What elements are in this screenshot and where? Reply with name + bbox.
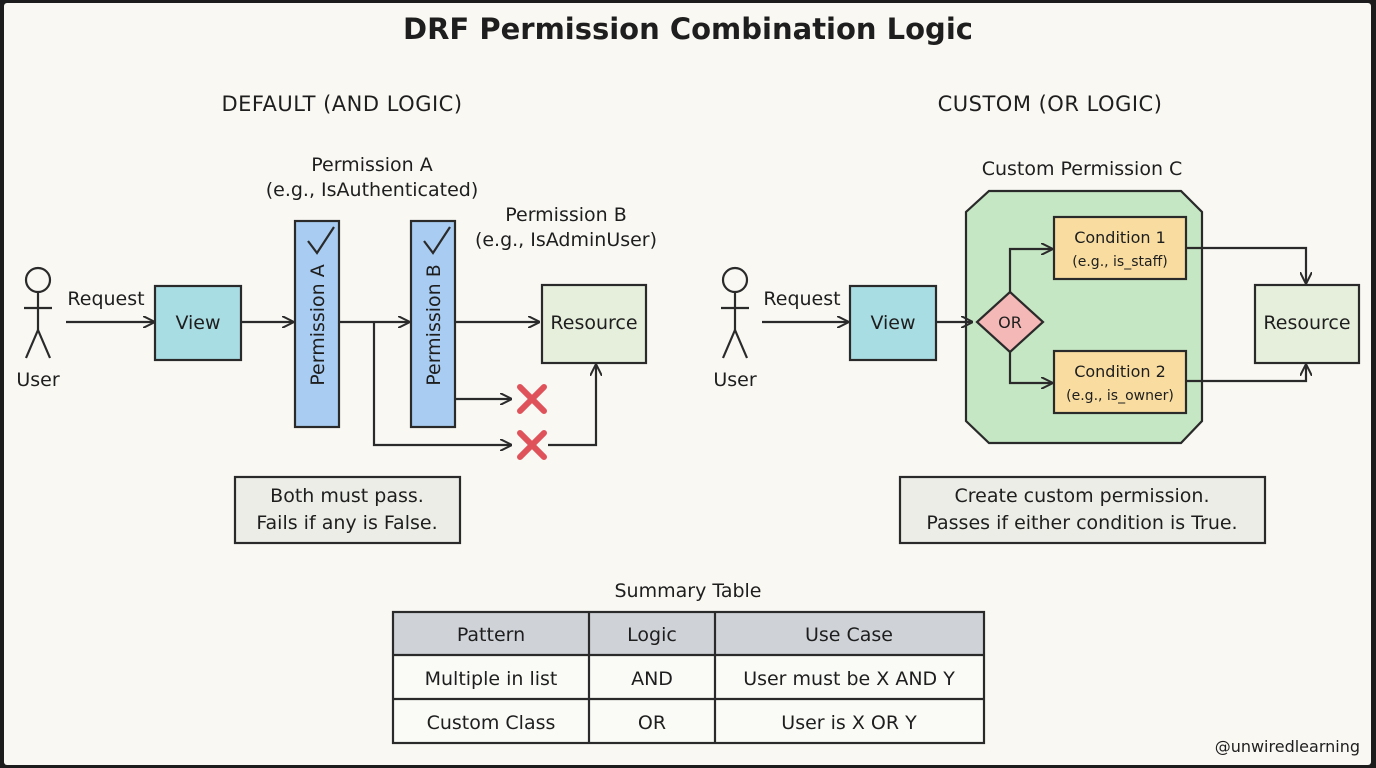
checkmark-icon [307,226,335,255]
and-note-line-2: Fails if any is False. [256,512,437,534]
request-label: Request [67,288,144,310]
cond2-to-resource-arrow [1186,365,1306,383]
right-heading: CUSTOM (OR LOGIC) [938,92,1163,116]
view-box [153,284,243,362]
or-note-line-1: Create custom permission. [955,485,1210,507]
cross-icon [517,384,547,414]
container-label: Custom Permission C [982,158,1183,180]
resource-box [1253,283,1361,365]
fail-to-resource-arrow [548,365,596,447]
cross-icon [517,430,547,460]
or-note-line-2: Passes if either condition is True. [926,512,1237,534]
table-cell: AND [631,668,673,690]
resource-label: Resource [1263,312,1350,334]
request-label: Request [763,288,840,310]
user-label: User [16,369,59,391]
user-stick-figure-icon [24,266,52,359]
perm-a-bar [293,219,341,429]
summary-table: Pattern Logic Use Case Multiple in list … [391,610,986,745]
resource-box [540,283,648,365]
perm-a-caption-name: Permission A [311,154,433,176]
perm-a-caption-example: (e.g., IsAuthenticated) [266,179,479,201]
condition-1-box [1052,215,1188,281]
condition-2-sub: (e.g., is_owner) [1066,388,1174,404]
or-label: OR [998,313,1022,332]
table-cell: OR [638,712,666,734]
condition-2-title: Condition 2 [1074,362,1166,381]
diagram-svg: DRF Permission Combination Logic DEFAULT… [16,12,1361,756]
condition-2-box [1052,349,1188,415]
user-label: User [713,369,756,391]
perm-b-caption-name: Permission B [505,204,627,226]
table-cell: Multiple in list [425,668,558,690]
or-to-cond2-arrow [1008,352,1052,383]
view-label: View [870,312,915,334]
checkmark-icon [423,226,451,255]
perm-b-bar [409,219,457,429]
diagram-canvas: DRF Permission Combination Logic DEFAULT… [4,3,1371,765]
left-heading: DEFAULT (AND LOGIC) [221,92,462,116]
perm-b-caption-example: (e.g., IsAdminUser) [475,229,657,251]
resource-label: Resource [550,312,637,334]
or-note-box [898,475,1267,545]
table-cell: User must be X AND Y [743,668,955,690]
perm-a-bar-label: Permission A [307,264,329,386]
diagram-title: DRF Permission Combination Logic [403,12,973,46]
table-header-cell: Logic [627,624,677,646]
credit-handle: @unwiredlearning [1215,737,1360,756]
table-cell: Custom Class [427,712,556,734]
perm-b-bar-label: Permission B [423,264,445,386]
user-stick-figure-icon [721,266,749,359]
or-to-cond1-arrow [1008,249,1052,292]
and-note-box [233,475,462,545]
view-label: View [175,312,220,334]
and-note-line-1: Both must pass. [270,485,424,507]
summary-title: Summary Table [615,580,762,602]
condition-1-title: Condition 1 [1074,228,1166,247]
perm-a-fail-arrow [372,322,511,445]
condition-1-sub: (e.g., is_staff) [1072,254,1167,270]
cond1-to-resource-arrow [1186,246,1306,283]
table-header-cell: Pattern [457,624,525,646]
table-header-row [393,612,984,655]
table-header-cell: Use Case [805,624,893,646]
table-border [391,610,986,745]
table-cell: User is X OR Y [781,712,917,734]
